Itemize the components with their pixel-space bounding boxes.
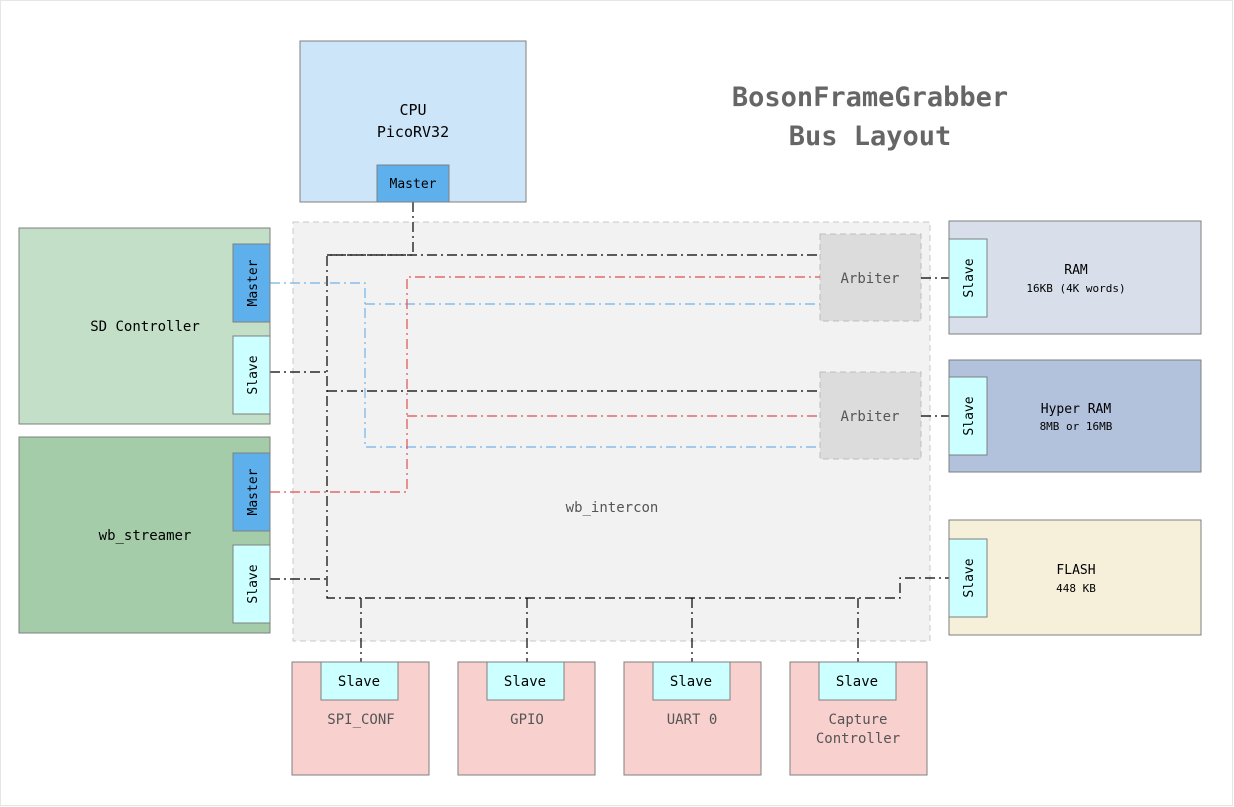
flash-size-label: 448 KB	[1056, 582, 1096, 595]
gpio-slave-port	[486, 661, 565, 701]
arbiter-hyperram	[819, 371, 922, 460]
cpu-model-label: PicoRV32	[377, 123, 449, 141]
sd-controller-label: SD Controller	[90, 319, 200, 335]
uart0-slave-port	[652, 661, 731, 701]
cpu-master-port-label: Master	[390, 177, 437, 192]
flash-slave-port-label: Slave	[962, 558, 977, 597]
cpu-master-port	[376, 164, 450, 203]
streamer-slave-port	[232, 544, 271, 624]
cpu-label: CPU	[399, 101, 426, 119]
arbiter-ram-label: Arbiter	[840, 271, 899, 287]
sd-master-port	[232, 243, 271, 323]
flash-block	[948, 519, 1202, 636]
streamer-slave-port-label: Slave	[246, 564, 261, 603]
uart0-slave-port-label: Slave	[670, 674, 712, 690]
wb-streamer-label: wb_streamer	[99, 528, 192, 544]
capture-slave-port	[818, 661, 897, 701]
hyper-ram-slave-port-label: Slave	[962, 396, 977, 435]
hyper-ram-label: Hyper RAM	[1041, 402, 1112, 417]
streamer-master-bus	[270, 276, 820, 493]
hyper-ram-slave-port	[948, 376, 988, 456]
sd-controller-block	[18, 227, 271, 425]
cpu-master-bus	[270, 202, 949, 662]
sd-master-bus	[270, 282, 820, 448]
wb-intercon-label: wb_intercon	[566, 500, 659, 516]
ram-slave-port	[948, 238, 988, 318]
diagram-title-line1: BosonFrameGrabber	[732, 82, 1008, 113]
ram-size-label: 16KB (4K words)	[1026, 282, 1125, 295]
streamer-master-port	[232, 452, 271, 532]
hyper-ram-block	[948, 359, 1202, 473]
ram-block	[948, 220, 1202, 335]
flash-label: FLASH	[1056, 563, 1095, 578]
spi-conf-label: SPI_CONF	[327, 712, 394, 728]
sd-master-port-label: Master	[246, 259, 261, 306]
spi-conf-slave-port-label: Slave	[338, 674, 380, 690]
uart0-label: UART 0	[667, 712, 718, 728]
sd-slave-port	[232, 335, 271, 415]
diagram-title-line2: Bus Layout	[789, 121, 952, 152]
arbiter-hyperram-label: Arbiter	[840, 409, 899, 425]
capture-controller-label-line2: Controller	[816, 731, 900, 747]
gpio-slave-port-label: Slave	[504, 674, 546, 690]
hyper-ram-size-label: 8MB or 16MB	[1040, 420, 1113, 433]
capture-slave-port-label: Slave	[836, 674, 878, 690]
ram-slave-port-label: Slave	[962, 258, 977, 297]
flash-slave-port	[948, 538, 988, 618]
wb-streamer-block	[18, 436, 271, 634]
ram-label: RAM	[1064, 263, 1088, 278]
gpio-label: GPIO	[510, 712, 544, 728]
spi-conf-slave-port	[320, 661, 399, 701]
capture-controller-label-line1: Capture	[828, 712, 887, 728]
sd-slave-port-label: Slave	[246, 355, 261, 394]
streamer-master-port-label: Master	[246, 468, 261, 515]
